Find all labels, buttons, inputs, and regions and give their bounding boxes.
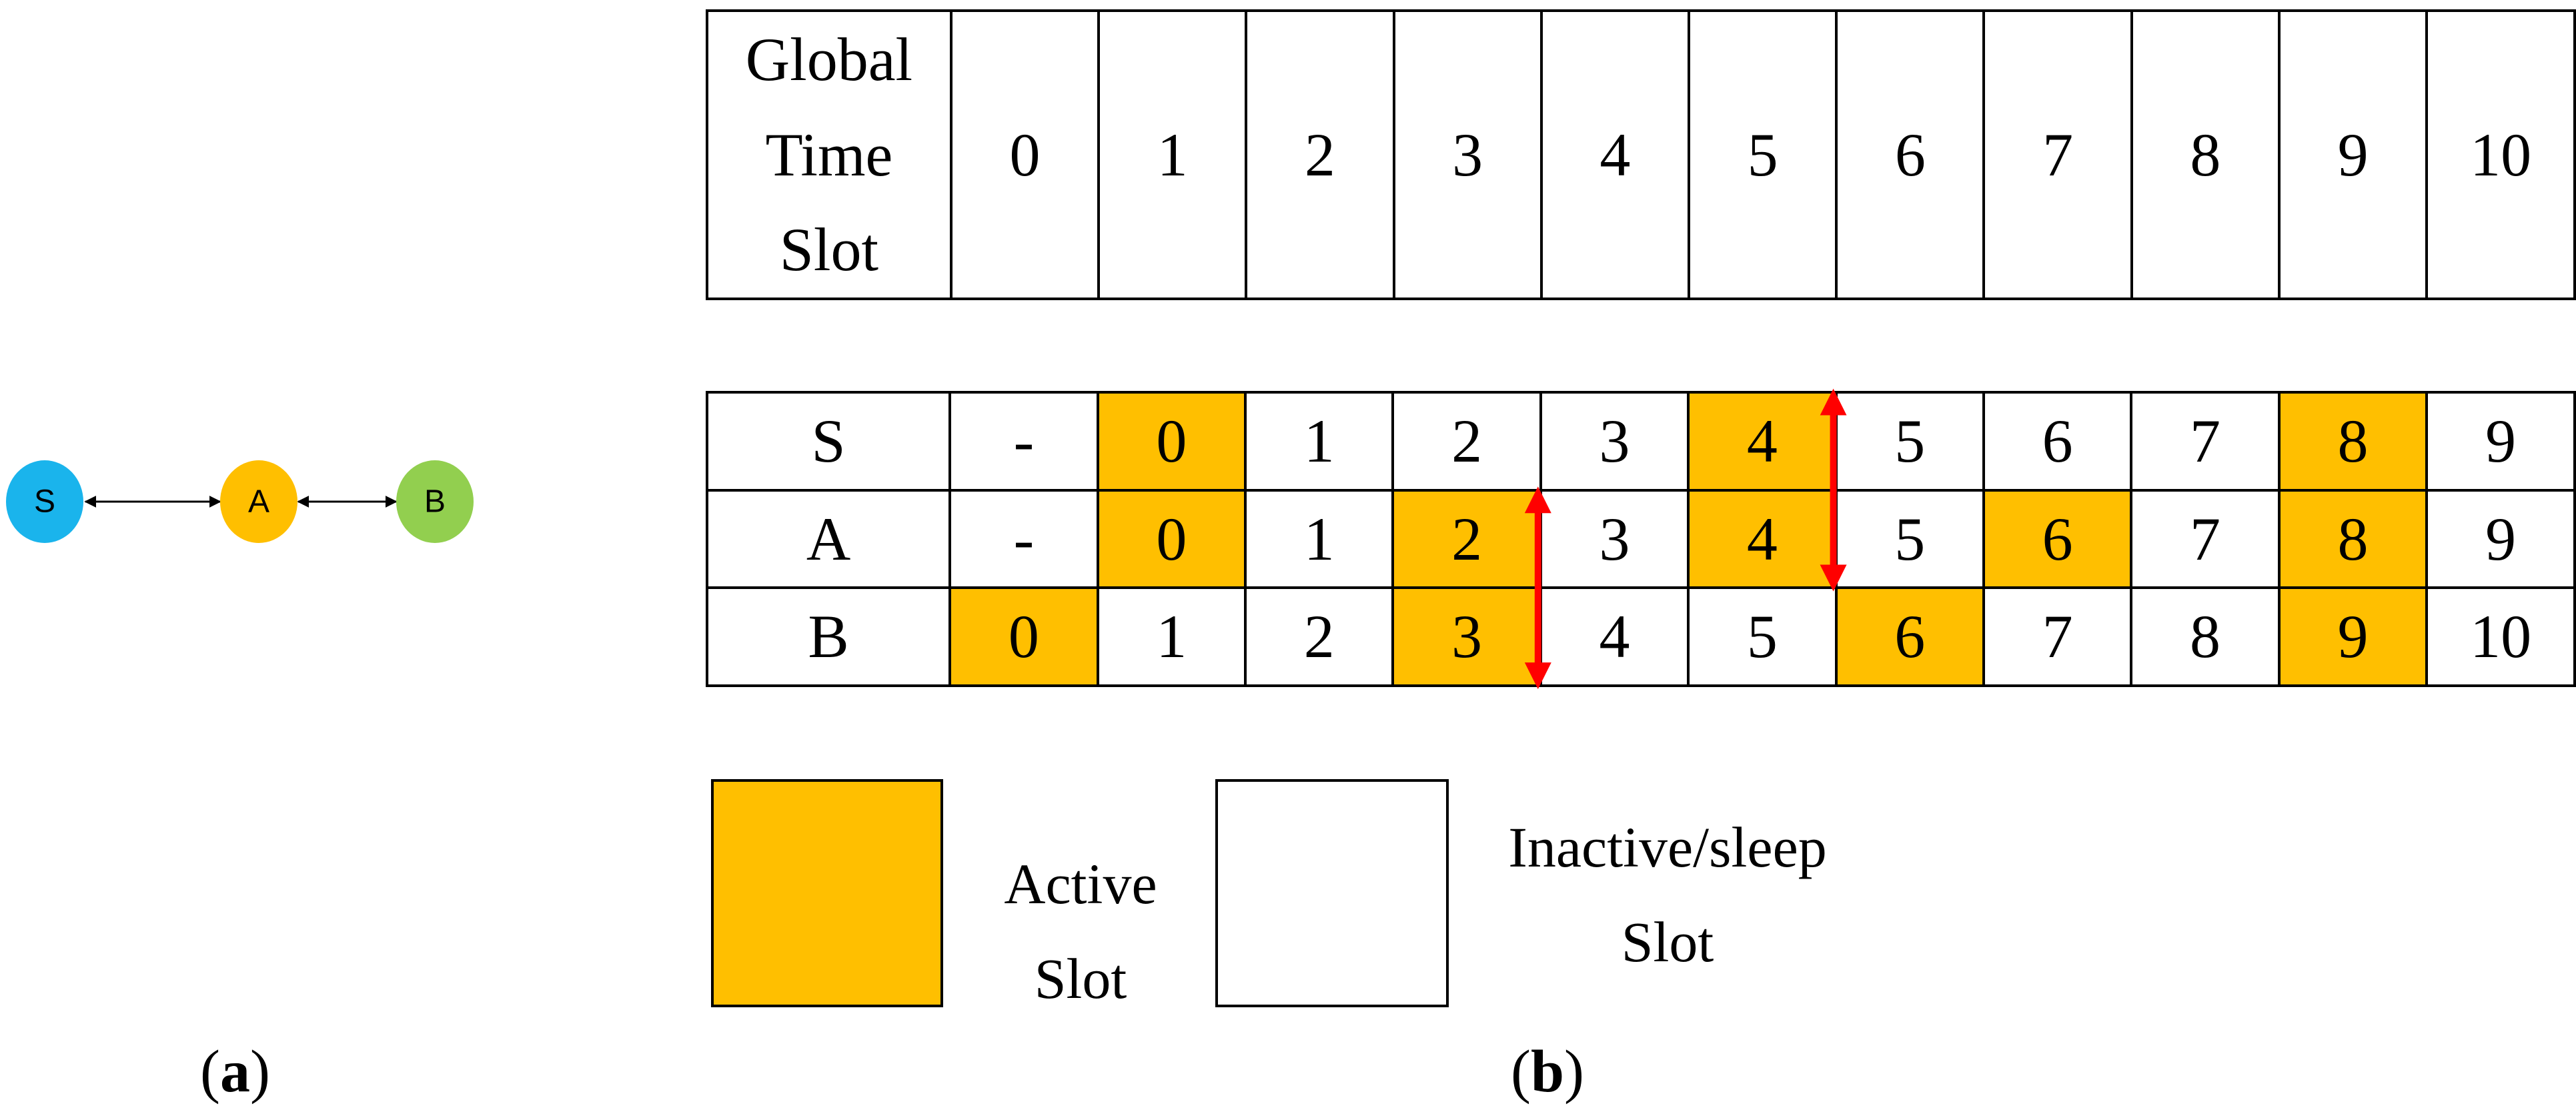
schedule-cell: 8 (2277, 391, 2429, 492)
global-header-cell: Global Time Slot (706, 9, 952, 300)
global-header-line-1: Global (745, 25, 913, 93)
legend-active-label: Active Slot (1004, 852, 1157, 1011)
global-time-slot-table: Global Time Slot 0 1 2 3 4 5 6 7 8 9 10 (706, 9, 2576, 300)
schedule-cell: 7 (2130, 488, 2281, 590)
schedule-cell: 1 (1096, 586, 1247, 687)
schedule-cell: 8 (2277, 488, 2429, 590)
schedule-cell: 3 (1539, 391, 1690, 492)
global-slot-cell: 1 (1097, 9, 1248, 300)
node-schedule-table: S - 0 1 2 3 4 5 6 7 8 9 A - 0 1 2 3 4 5 … (705, 391, 2576, 687)
global-slot-cell: 7 (1982, 9, 2133, 300)
node-name-cell: A (705, 488, 952, 590)
schedule-row-a: A - 0 1 2 3 4 5 6 7 8 9 (705, 488, 2576, 590)
schedule-cell: - (948, 488, 1099, 590)
legend-active-swatch (711, 779, 943, 1007)
schedule-cell: 2 (1391, 391, 1542, 492)
schedule-cell: 5 (1834, 488, 1985, 590)
schedule-row-b: B 0 1 2 3 4 5 6 7 8 9 10 (705, 586, 2576, 687)
schedule-cell: 9 (2425, 391, 2576, 492)
node-s: S (6, 460, 83, 543)
global-slot-cell: 0 (949, 9, 1101, 300)
topology-diagram: S A B (6, 460, 474, 543)
schedule-cell: 3 (1391, 586, 1542, 687)
global-slot-cell: 5 (1688, 9, 1838, 300)
schedule-cell: 9 (2277, 586, 2429, 687)
schedule-row-s: S - 0 1 2 3 4 5 6 7 8 9 (705, 391, 2576, 492)
schedule-cell: 2 (1244, 586, 1395, 687)
caption-b: (b) (1511, 1039, 1585, 1105)
global-slot-cell: 8 (2130, 9, 2281, 300)
global-slot-cell: 10 (2425, 9, 2576, 300)
global-slot-cell: 3 (1392, 9, 1543, 300)
global-slot-cell: 9 (2277, 9, 2429, 300)
node-name-cell: S (705, 391, 952, 492)
schedule-cell: 4 (1687, 391, 1838, 492)
caption-a: (a) (200, 1039, 270, 1105)
node-b-label: B (424, 484, 446, 520)
schedule-cell: 9 (2425, 488, 2576, 590)
node-b: B (396, 460, 474, 543)
schedule-cell: - (948, 391, 1099, 492)
global-header-line-2: Time (765, 120, 893, 189)
legend-inactive-swatch (1215, 779, 1449, 1007)
schedule-cell: 5 (1834, 391, 1985, 492)
schedule-cell: 5 (1687, 586, 1838, 687)
schedule-cell: 1 (1244, 391, 1395, 492)
schedule-cell: 0 (1096, 488, 1247, 590)
node-a: A (220, 460, 297, 543)
schedule-cell: 7 (2130, 391, 2281, 492)
schedule-cell: 6 (1982, 488, 2133, 590)
global-row: Global Time Slot 0 1 2 3 4 5 6 7 8 9 10 (706, 9, 2576, 300)
global-slot-cell: 2 (1245, 9, 1395, 300)
schedule-cell: 6 (1834, 586, 1985, 687)
schedule-cell: 7 (1982, 586, 2133, 687)
schedule-cell: 0 (948, 586, 1099, 687)
schedule-cell: 3 (1539, 488, 1690, 590)
schedule-cell: 2 (1391, 488, 1542, 590)
schedule-cell: 6 (1982, 391, 2133, 492)
global-slot-cell: 4 (1539, 9, 1691, 300)
schedule-cell: 4 (1687, 488, 1838, 590)
node-a-label: A (248, 484, 269, 520)
schedule-cell: 4 (1539, 586, 1690, 687)
global-header-line-3: Slot (779, 215, 879, 284)
node-name-cell: B (705, 586, 952, 687)
schedule-cell: 1 (1244, 488, 1395, 590)
schedule-cell: 10 (2425, 586, 2576, 687)
schedule-cell: 0 (1096, 391, 1247, 492)
global-slot-cell: 6 (1835, 9, 1986, 300)
legend-inactive-label: Inactive/sleep Slot (1508, 815, 1827, 974)
node-s-label: S (34, 484, 55, 520)
schedule-cell: 8 (2130, 586, 2281, 687)
